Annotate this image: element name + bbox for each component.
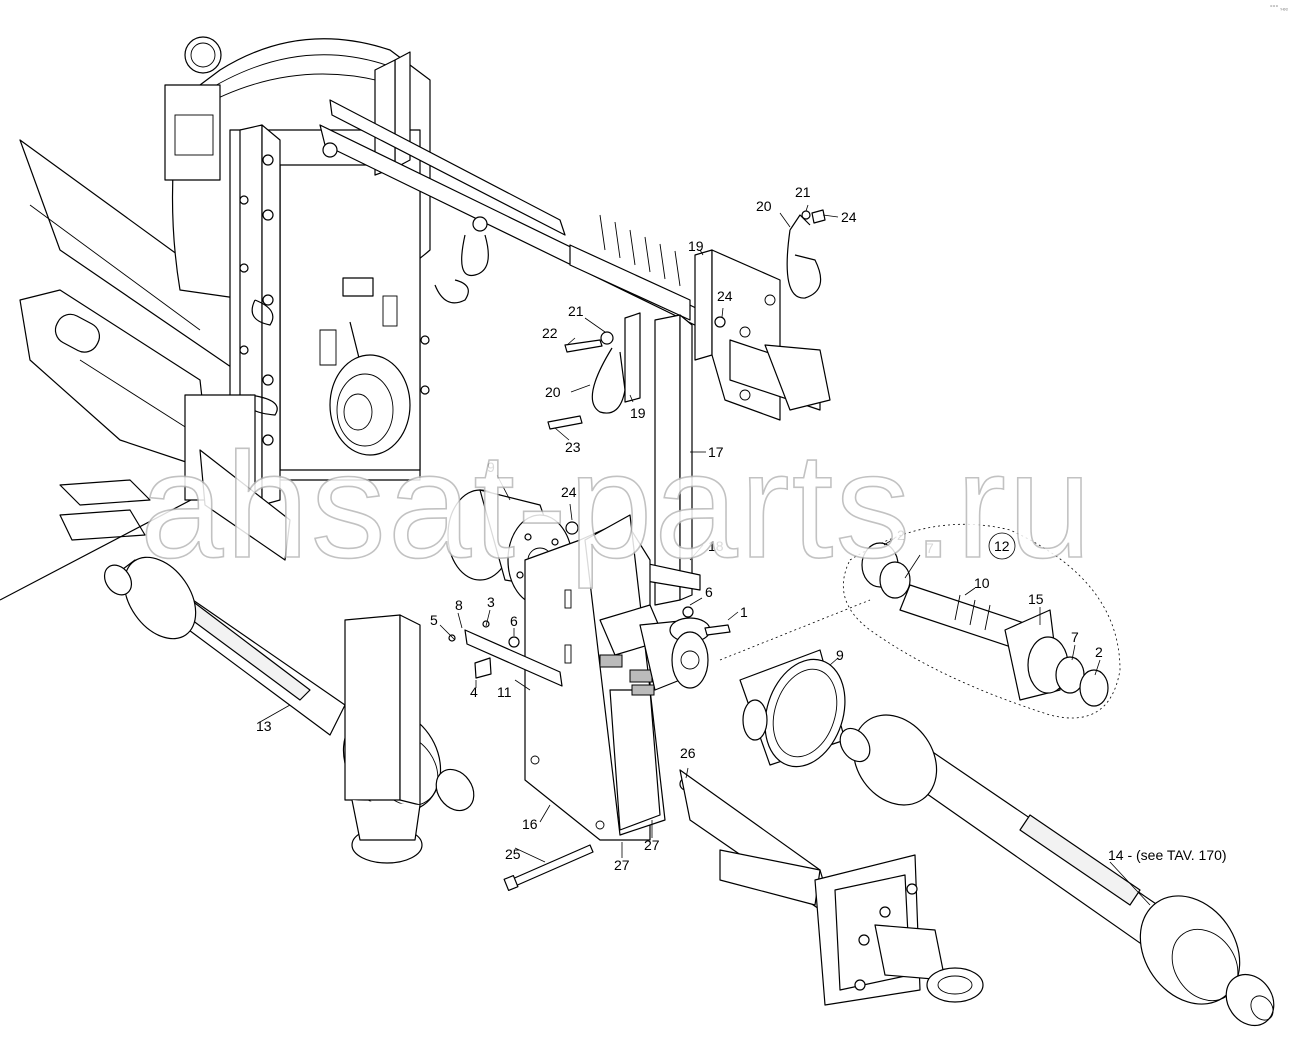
hardware-top-right	[714, 209, 826, 328]
callout-12: 12	[994, 538, 1010, 554]
pedestal	[344, 614, 423, 864]
callout-7-bottom: 7	[1071, 629, 1079, 645]
callout-4: 4	[470, 684, 478, 700]
corner-mark: °°° ₛₑₑ	[1269, 5, 1288, 12]
bolt-4	[474, 657, 492, 679]
callout-8: 8	[455, 597, 463, 613]
callout-24-top: 24	[841, 209, 857, 225]
callout-11: 11	[497, 684, 512, 700]
callout-1: 1	[740, 604, 748, 620]
callout-14-reference: 14 - (see TAV. 170)	[1108, 847, 1227, 863]
callout-24-housing: 24	[561, 484, 577, 500]
washer-21-mid	[600, 331, 614, 345]
callout-25: 25	[505, 846, 521, 862]
drive-shaft-14	[839, 714, 1275, 1027]
callout-26: 26	[680, 745, 696, 761]
frame-slot-icon	[54, 313, 101, 353]
callout-7-top: 7	[926, 540, 934, 556]
callout-17: 17	[708, 444, 724, 460]
callout-15: 15	[1028, 591, 1044, 607]
pressure-gauge-icon	[184, 36, 222, 74]
callout-20-top: 20	[756, 198, 772, 214]
coupling-housing-right	[739, 649, 846, 768]
hardware-mid	[547, 331, 626, 430]
bearing-1	[639, 617, 731, 691]
nut-6-left	[508, 636, 520, 648]
callout-21-top: 21	[795, 184, 811, 200]
bolt-23	[547, 415, 583, 430]
drawbar-hitch	[679, 769, 984, 1006]
callout-23: 23	[565, 439, 581, 455]
drive-shaft-13	[103, 556, 475, 813]
nut-24-mid	[714, 316, 726, 328]
callout-27-right: 27	[644, 837, 660, 853]
callout-labels: 1 2 2 3 4 5 6 6 7 7 8 9 9 10 11 12 13 15…	[256, 184, 1227, 873]
callout-10: 10	[974, 575, 990, 591]
blower-unit	[164, 36, 431, 561]
mount-plate-16	[503, 514, 694, 892]
reference-prefix: 14 - (see	[1108, 847, 1167, 863]
comb-rack	[569, 244, 691, 321]
frame-beam	[0, 139, 421, 601]
callout-19-top: 19	[688, 238, 704, 254]
hook-20	[591, 347, 626, 414]
callout-13: 13	[256, 718, 272, 734]
callout-9-left: 9	[487, 459, 495, 475]
seal-7-top	[879, 561, 911, 599]
bolt-22	[564, 339, 603, 353]
callout-9-right: 9	[836, 647, 844, 663]
reference-suffix: )	[1222, 847, 1227, 863]
callout-16: 16	[522, 816, 538, 832]
callout-6-right: 6	[705, 584, 713, 600]
gauge-plate	[164, 84, 221, 181]
upper-bracket	[319, 99, 831, 606]
leader-lines	[259, 204, 1151, 906]
washer-21-top	[801, 210, 811, 220]
callout-27-left: 27	[614, 857, 630, 873]
callout-24-mid: 24	[717, 288, 733, 304]
snap-ring-2-bottom	[1079, 669, 1109, 707]
callout-2-top: 2	[897, 527, 905, 543]
callout-6-left: 6	[510, 613, 518, 629]
reference-table: TAV. 170	[1167, 847, 1222, 863]
callout-19-bottom: 19	[630, 405, 646, 421]
nut-24-housing	[565, 521, 579, 535]
blower-outlet	[329, 354, 411, 456]
callout-18: 18	[708, 538, 724, 554]
callout-22: 22	[542, 325, 558, 341]
detail-group-12	[719, 523, 1121, 719]
nut-6-right	[682, 606, 694, 618]
callout-12-circle	[988, 532, 1016, 560]
callout-20-mid: 20	[545, 384, 561, 400]
callout-5: 5	[430, 612, 438, 628]
callout-2-bottom: 2	[1095, 644, 1103, 660]
nut-24-top	[811, 209, 826, 224]
link-bar-11	[448, 620, 563, 687]
tow-eye	[926, 967, 984, 1003]
callout-3: 3	[487, 594, 495, 610]
callout-21-mid: 21	[568, 303, 584, 319]
nameplate	[342, 277, 374, 297]
